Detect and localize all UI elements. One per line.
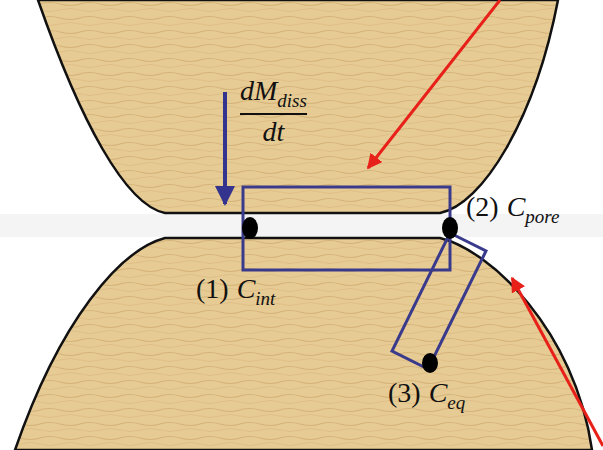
flux-arrow	[223, 92, 227, 204]
pointer-arrow	[512, 278, 603, 446]
upper-grain	[38, 0, 558, 213]
subscript-label: eq	[447, 393, 465, 414]
subscript-label: diss	[277, 91, 307, 112]
fraction-numerator: dMdiss	[240, 76, 307, 107]
callout-number: (3)	[388, 378, 421, 409]
subscript-label: int	[255, 289, 275, 310]
concentration-symbol: C	[507, 192, 526, 223]
concentration-symbol: C	[429, 378, 448, 409]
point-label: (3)Ceq	[388, 378, 465, 409]
concentration-symbol: dt	[263, 117, 285, 148]
point-marker	[422, 353, 438, 373]
pointer-arrow	[368, 0, 500, 168]
point-marker	[442, 217, 458, 239]
concentration-symbol: dM	[240, 76, 277, 107]
point-label: (1)Cint	[196, 274, 275, 305]
control-volume	[392, 233, 486, 369]
fraction-denominator: dt	[263, 117, 285, 148]
flux-fraction: dMdiss dt	[240, 76, 307, 148]
subscript-label: pore	[525, 207, 559, 228]
point-label: (2)Cpore	[466, 192, 559, 223]
point-marker	[242, 217, 258, 239]
callout-number: (2)	[466, 192, 499, 223]
control-volume	[243, 187, 450, 270]
fraction-bar	[240, 113, 307, 115]
concentration-symbol: C	[237, 274, 256, 305]
callout-number: (1)	[196, 274, 229, 305]
